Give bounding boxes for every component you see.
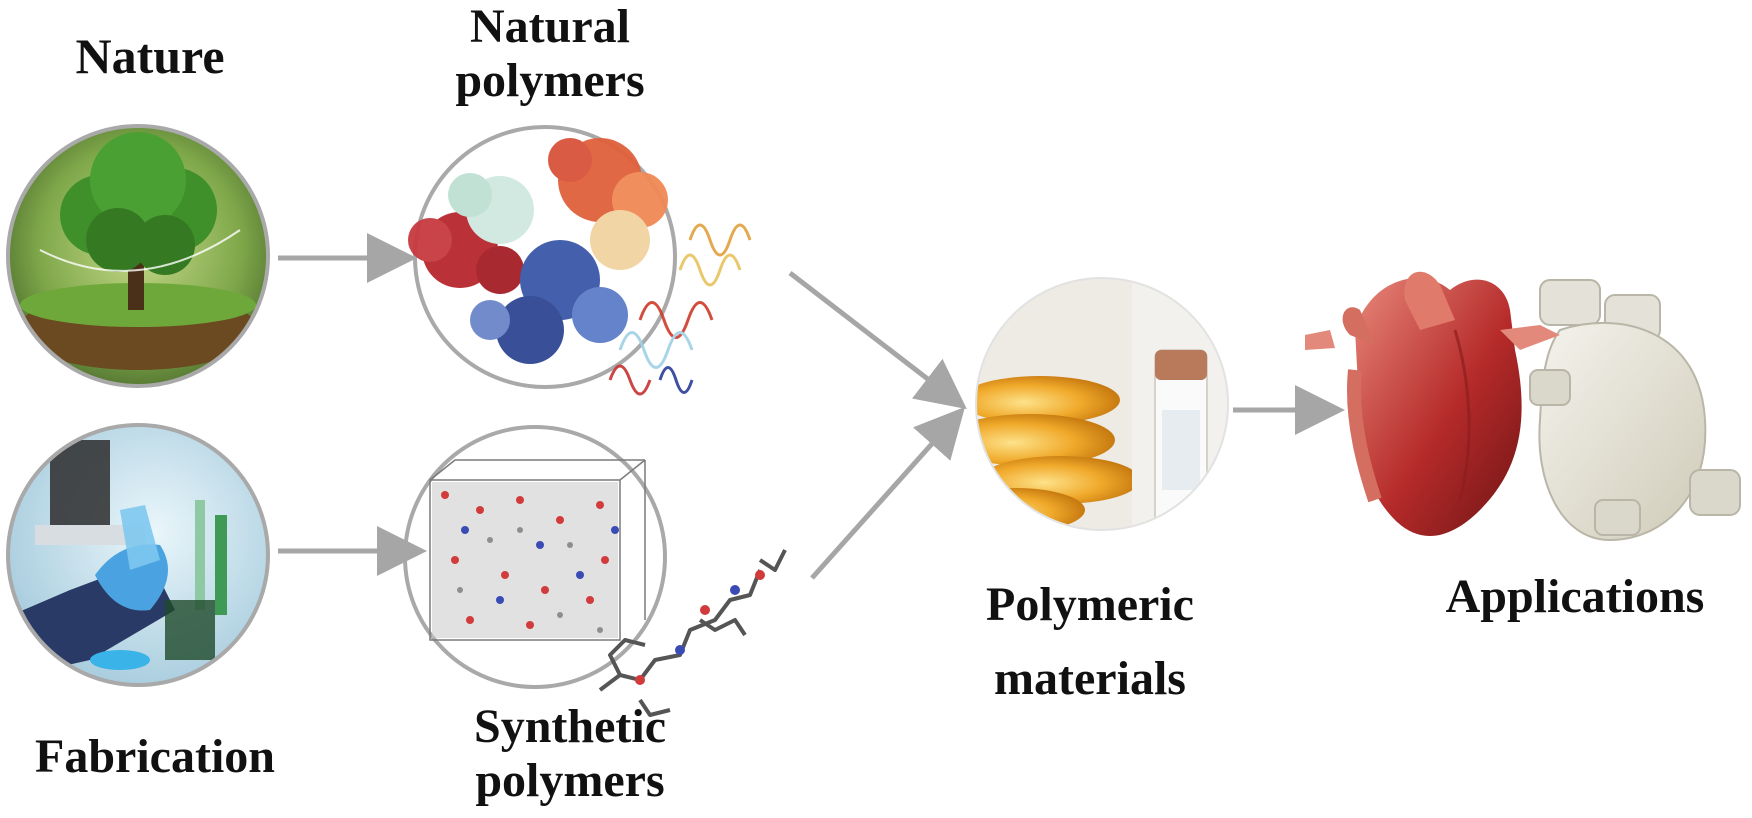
synthetic-polymer-image [403, 425, 787, 717]
label-applications: Applications [1445, 570, 1705, 623]
natural-polymer-image [408, 125, 752, 396]
arrow-synthetic-to-materials [810, 406, 965, 580]
label-nature: Nature [75, 28, 225, 84]
fabrication-image [6, 423, 270, 687]
nature-image [6, 124, 270, 388]
arrow-natural-to-materials [788, 271, 967, 410]
applications-image [1305, 271, 1741, 542]
label-natural-polymers: Natural polymers [455, 0, 645, 107]
polymeric-materials-image [975, 277, 1229, 531]
label-synthetic-polymers: Synthetic polymers [474, 700, 666, 807]
label-fabrication: Fabrication [35, 730, 275, 783]
label-polymeric-materials: Polymeric materials [986, 578, 1194, 706]
